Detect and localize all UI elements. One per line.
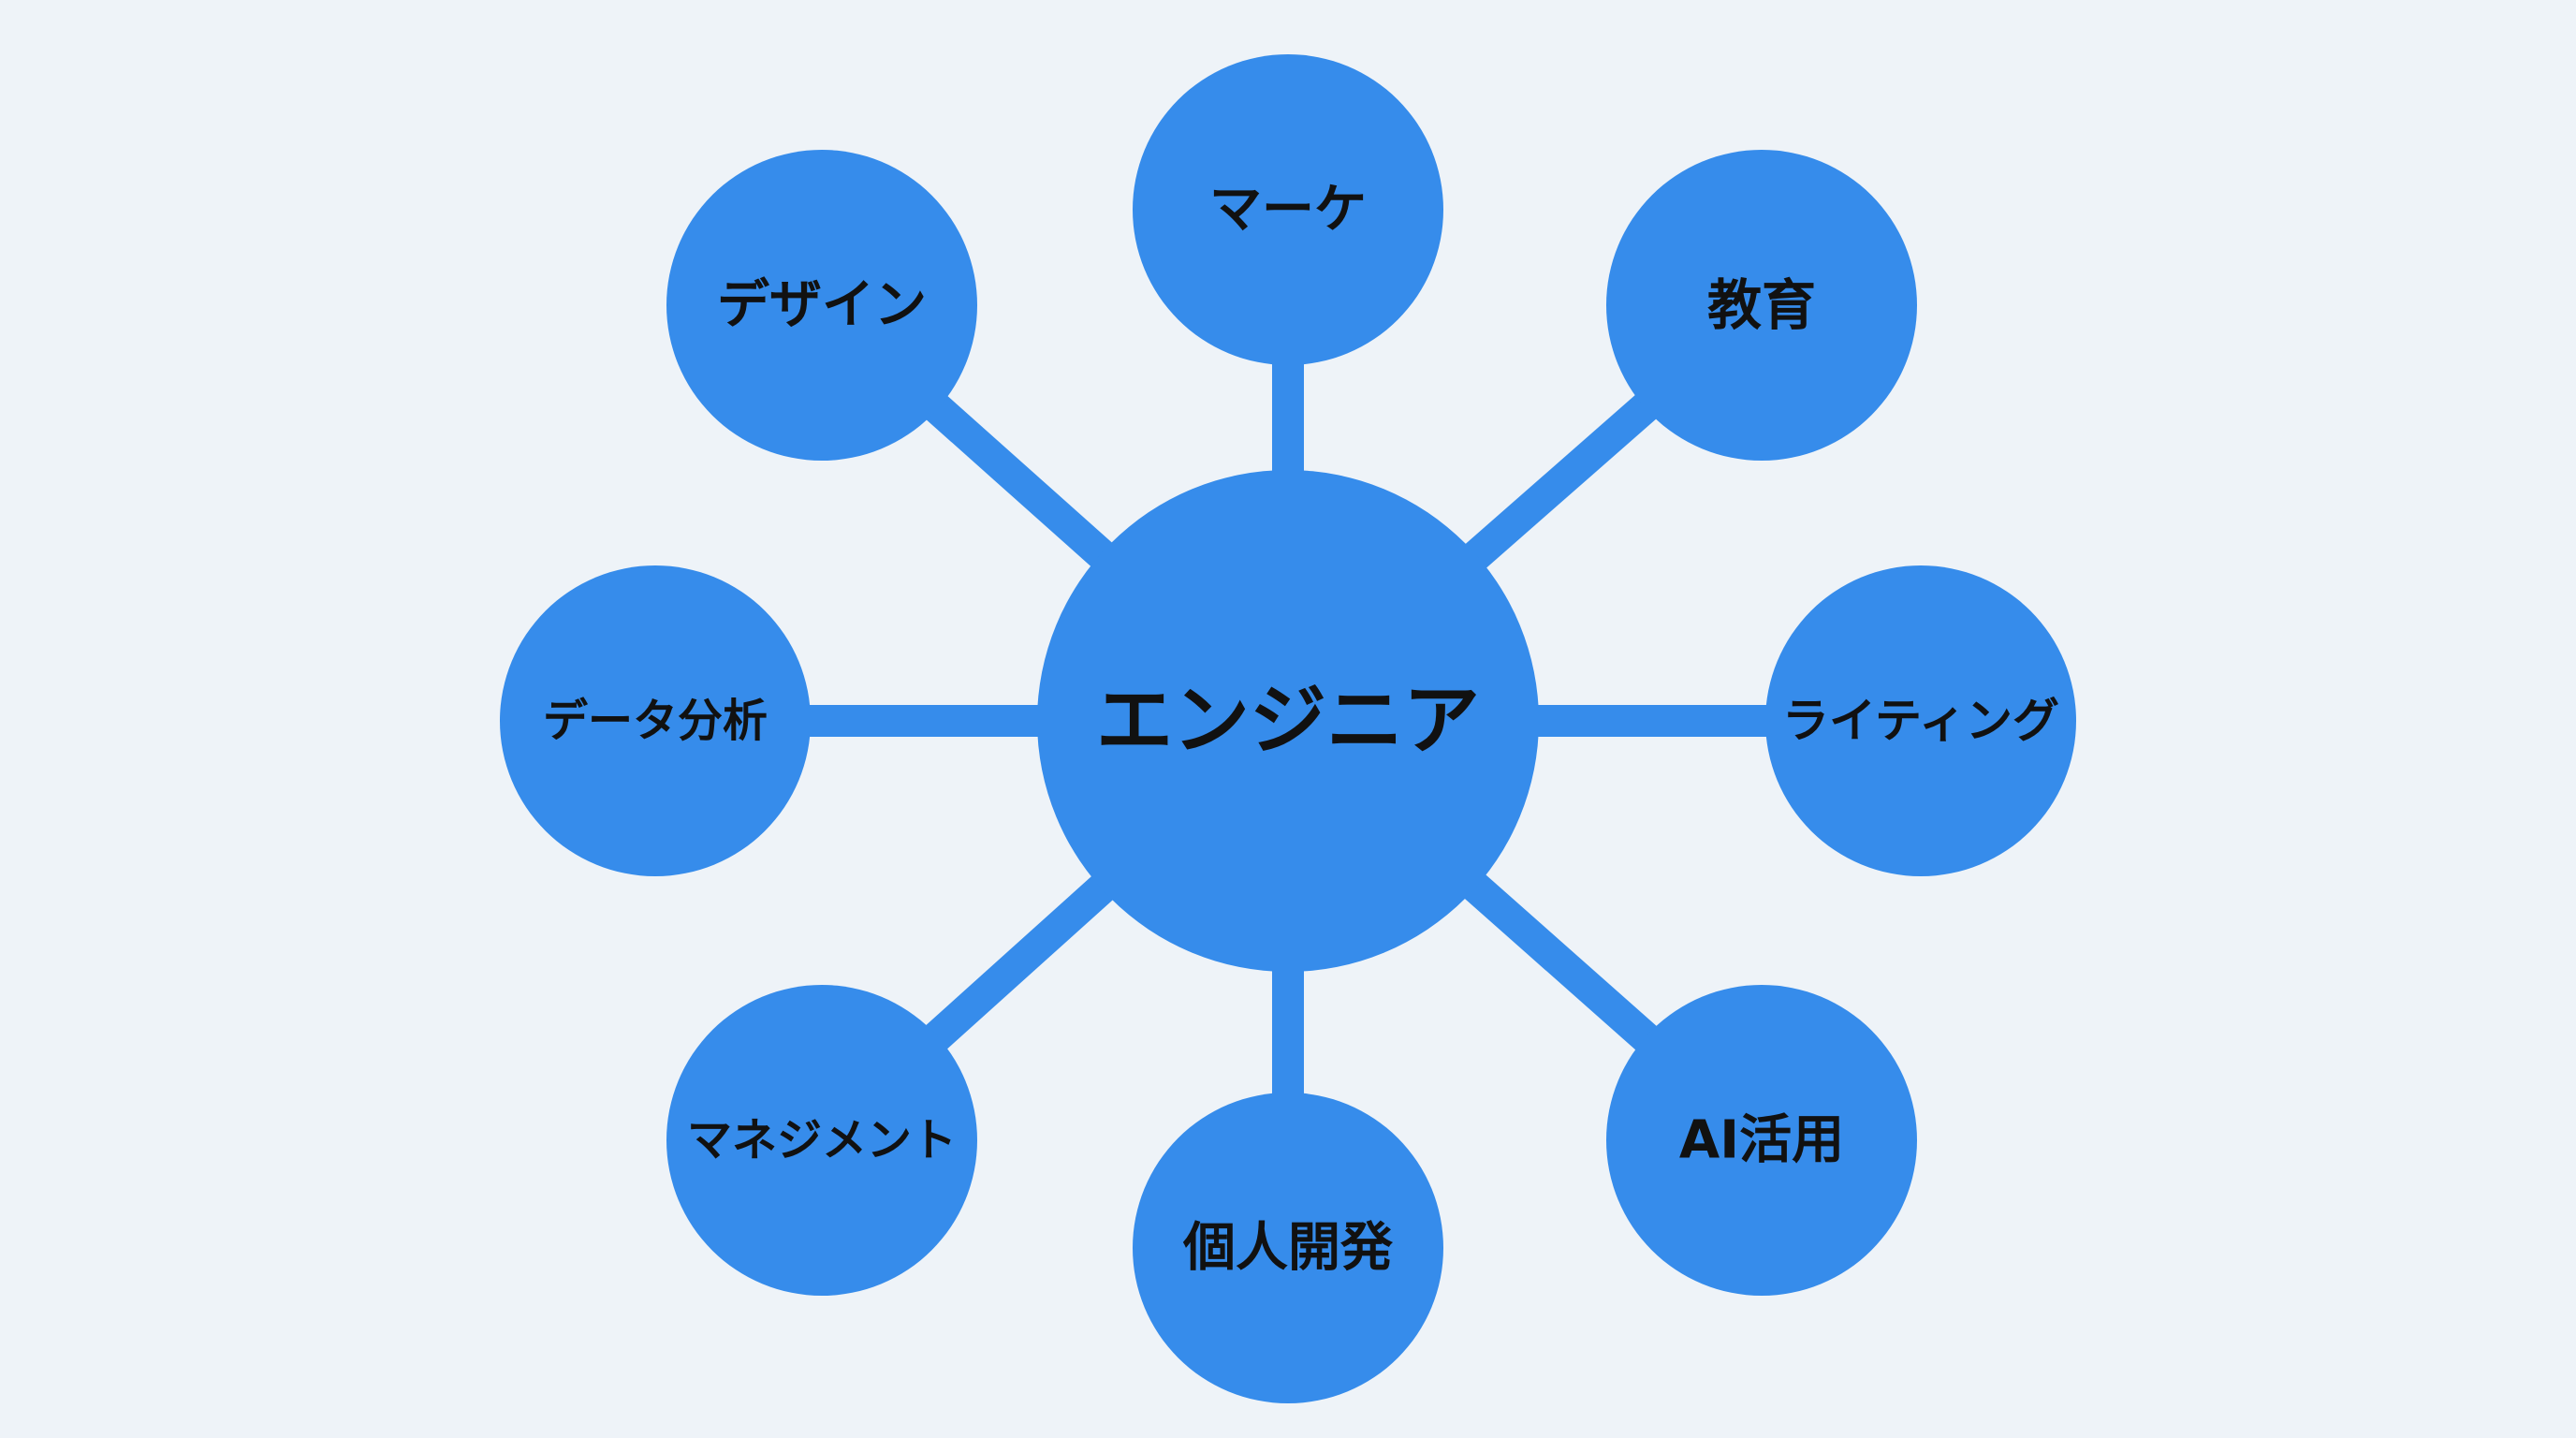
node-ai-label: AI活用: [1679, 1110, 1844, 1171]
node-design: デザイン: [666, 150, 977, 461]
node-marketing-label: マーケ: [1209, 180, 1367, 241]
node-writing-circle: [1765, 565, 2076, 876]
node-data-analysis: データ分析: [500, 565, 811, 876]
node-management-label: マネジメント: [687, 1114, 957, 1167]
node-personal-dev-circle: [1133, 1093, 1443, 1403]
node-ai-circle: [1606, 985, 1917, 1296]
center-node-circle: [1037, 470, 1539, 972]
node-education-circle: [1606, 150, 1917, 461]
node-personal-dev-label: 個人開発: [1182, 1218, 1394, 1279]
node-design-label: デザイン: [717, 275, 927, 336]
node-personal-dev: 個人開発: [1133, 1093, 1443, 1403]
center-node: エンジニア: [1037, 470, 1539, 972]
node-marketing-circle: [1133, 54, 1443, 365]
node-data-analysis-label: データ分析: [543, 695, 768, 747]
node-design-circle: [666, 150, 977, 461]
center-node-label: エンジニア: [1096, 677, 1480, 766]
node-marketing: マーケ: [1133, 54, 1443, 365]
node-writing: ライティング: [1765, 565, 2076, 876]
node-education: 教育: [1606, 150, 1917, 461]
node-data-analysis-circle: [500, 565, 811, 876]
node-management: マネジメント: [666, 985, 977, 1296]
node-ai: AI活用: [1606, 985, 1917, 1296]
node-education-label: 教育: [1707, 273, 1816, 337]
node-management-circle: [666, 985, 977, 1296]
node-writing-label: ライティング: [1782, 694, 2059, 748]
